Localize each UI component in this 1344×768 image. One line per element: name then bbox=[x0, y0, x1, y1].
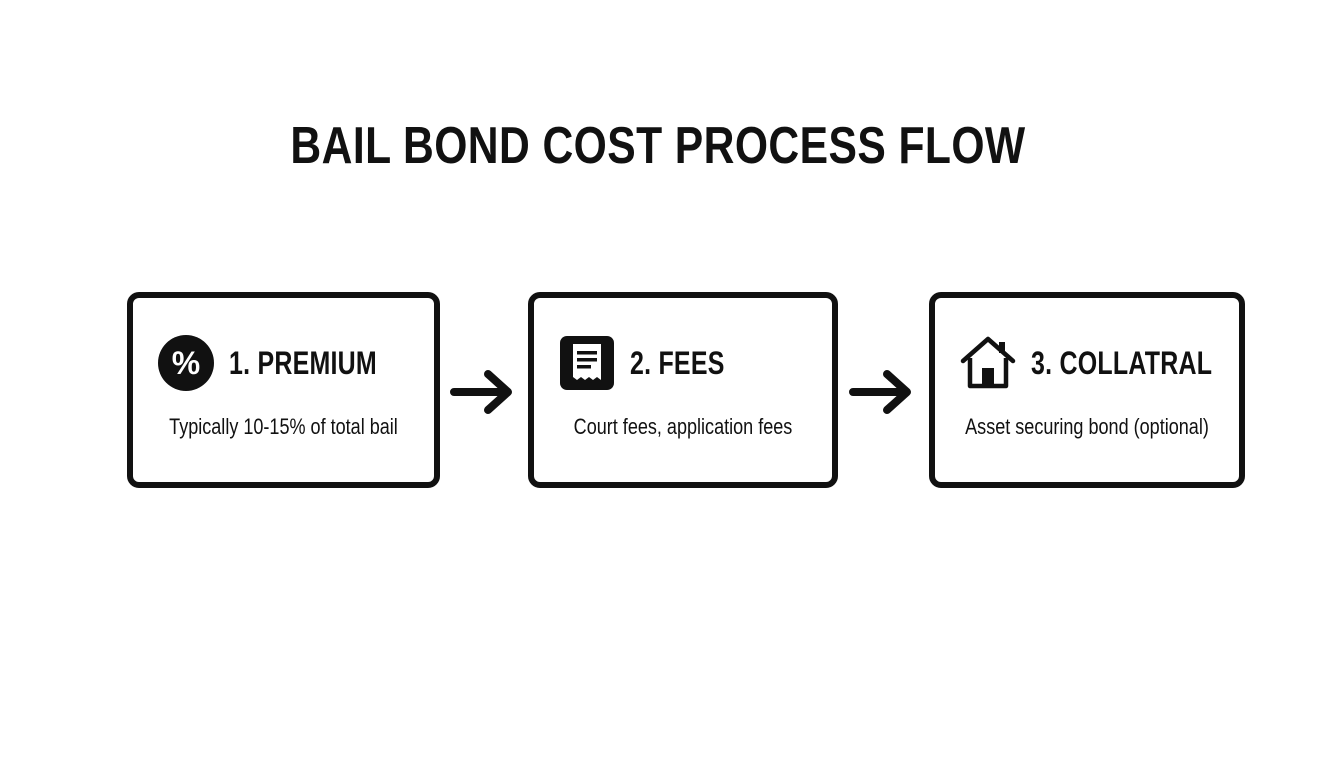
step-title: 2. FEES bbox=[630, 344, 725, 381]
step-header: 2. FEES bbox=[558, 334, 751, 392]
diagram-title: BAIL BOND COST PROCESS FLOW bbox=[290, 117, 1026, 175]
step-fees: 2. FEES Court fees, application fees bbox=[528, 292, 838, 488]
step-description: Asset securing bond (optional) bbox=[965, 414, 1209, 439]
arrow-right-icon bbox=[450, 370, 512, 414]
step-title: 1. PREMIUM bbox=[229, 344, 377, 381]
step-header: % 1. PREMIUM bbox=[157, 334, 419, 392]
house-icon bbox=[959, 334, 1017, 392]
percent-icon: % bbox=[157, 334, 215, 392]
receipt-icon bbox=[558, 334, 616, 392]
step-description: Court fees, application fees bbox=[573, 414, 793, 439]
step-collateral: 3. COLLATRAL Asset securing bond (option… bbox=[929, 292, 1245, 488]
step-header: 3. COLLATRAL bbox=[959, 334, 1263, 392]
percent-glyph: % bbox=[172, 345, 200, 381]
step-description: Typically 10-15% of total bail bbox=[169, 414, 398, 439]
step-premium: % 1. PREMIUM Typically 10-15% of total b… bbox=[127, 292, 440, 488]
arrow-right-icon bbox=[849, 370, 911, 414]
step-title: 3. COLLATRAL bbox=[1031, 344, 1213, 381]
